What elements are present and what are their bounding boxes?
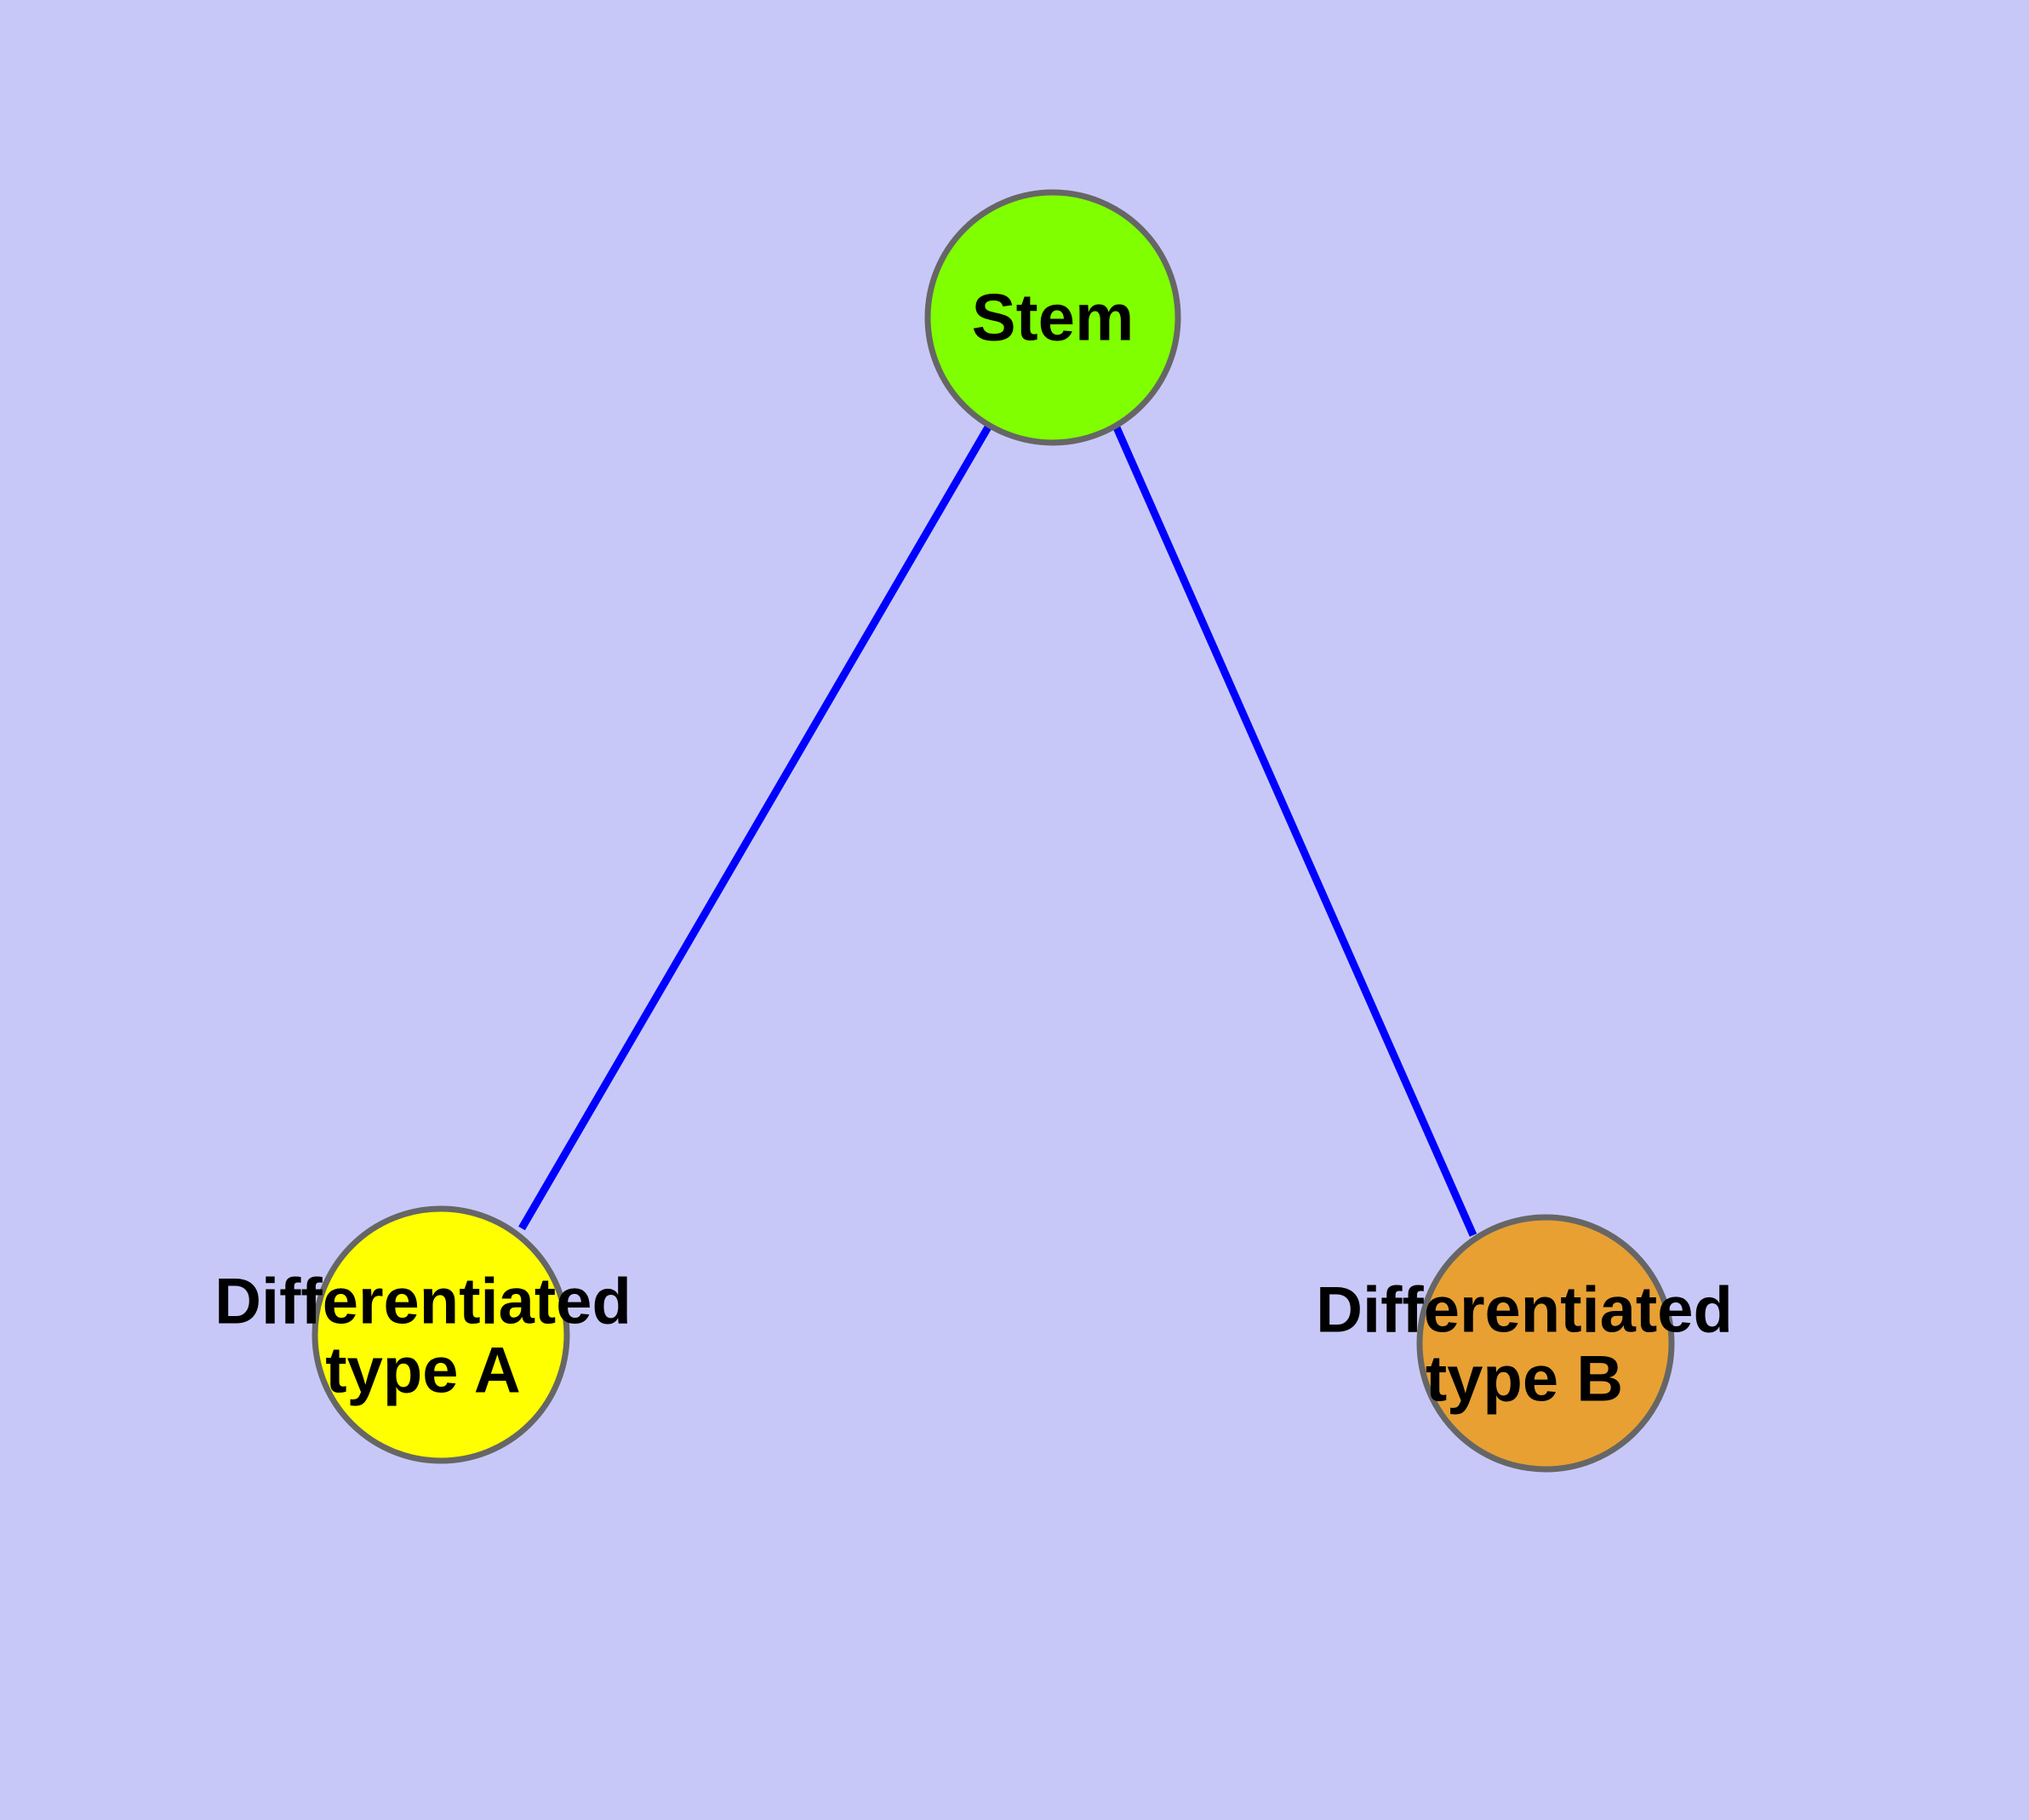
edge-stem-to-diff-a[interactable] [518, 423, 992, 1231]
node-stem[interactable] [924, 189, 1181, 446]
edge-stem-to-diff-b[interactable] [1112, 424, 1477, 1237]
node-diff-b[interactable] [1416, 1214, 1675, 1473]
node-diff-a[interactable] [311, 1205, 570, 1464]
edge-layer [518, 423, 1477, 1237]
node-layer [311, 189, 1675, 1473]
